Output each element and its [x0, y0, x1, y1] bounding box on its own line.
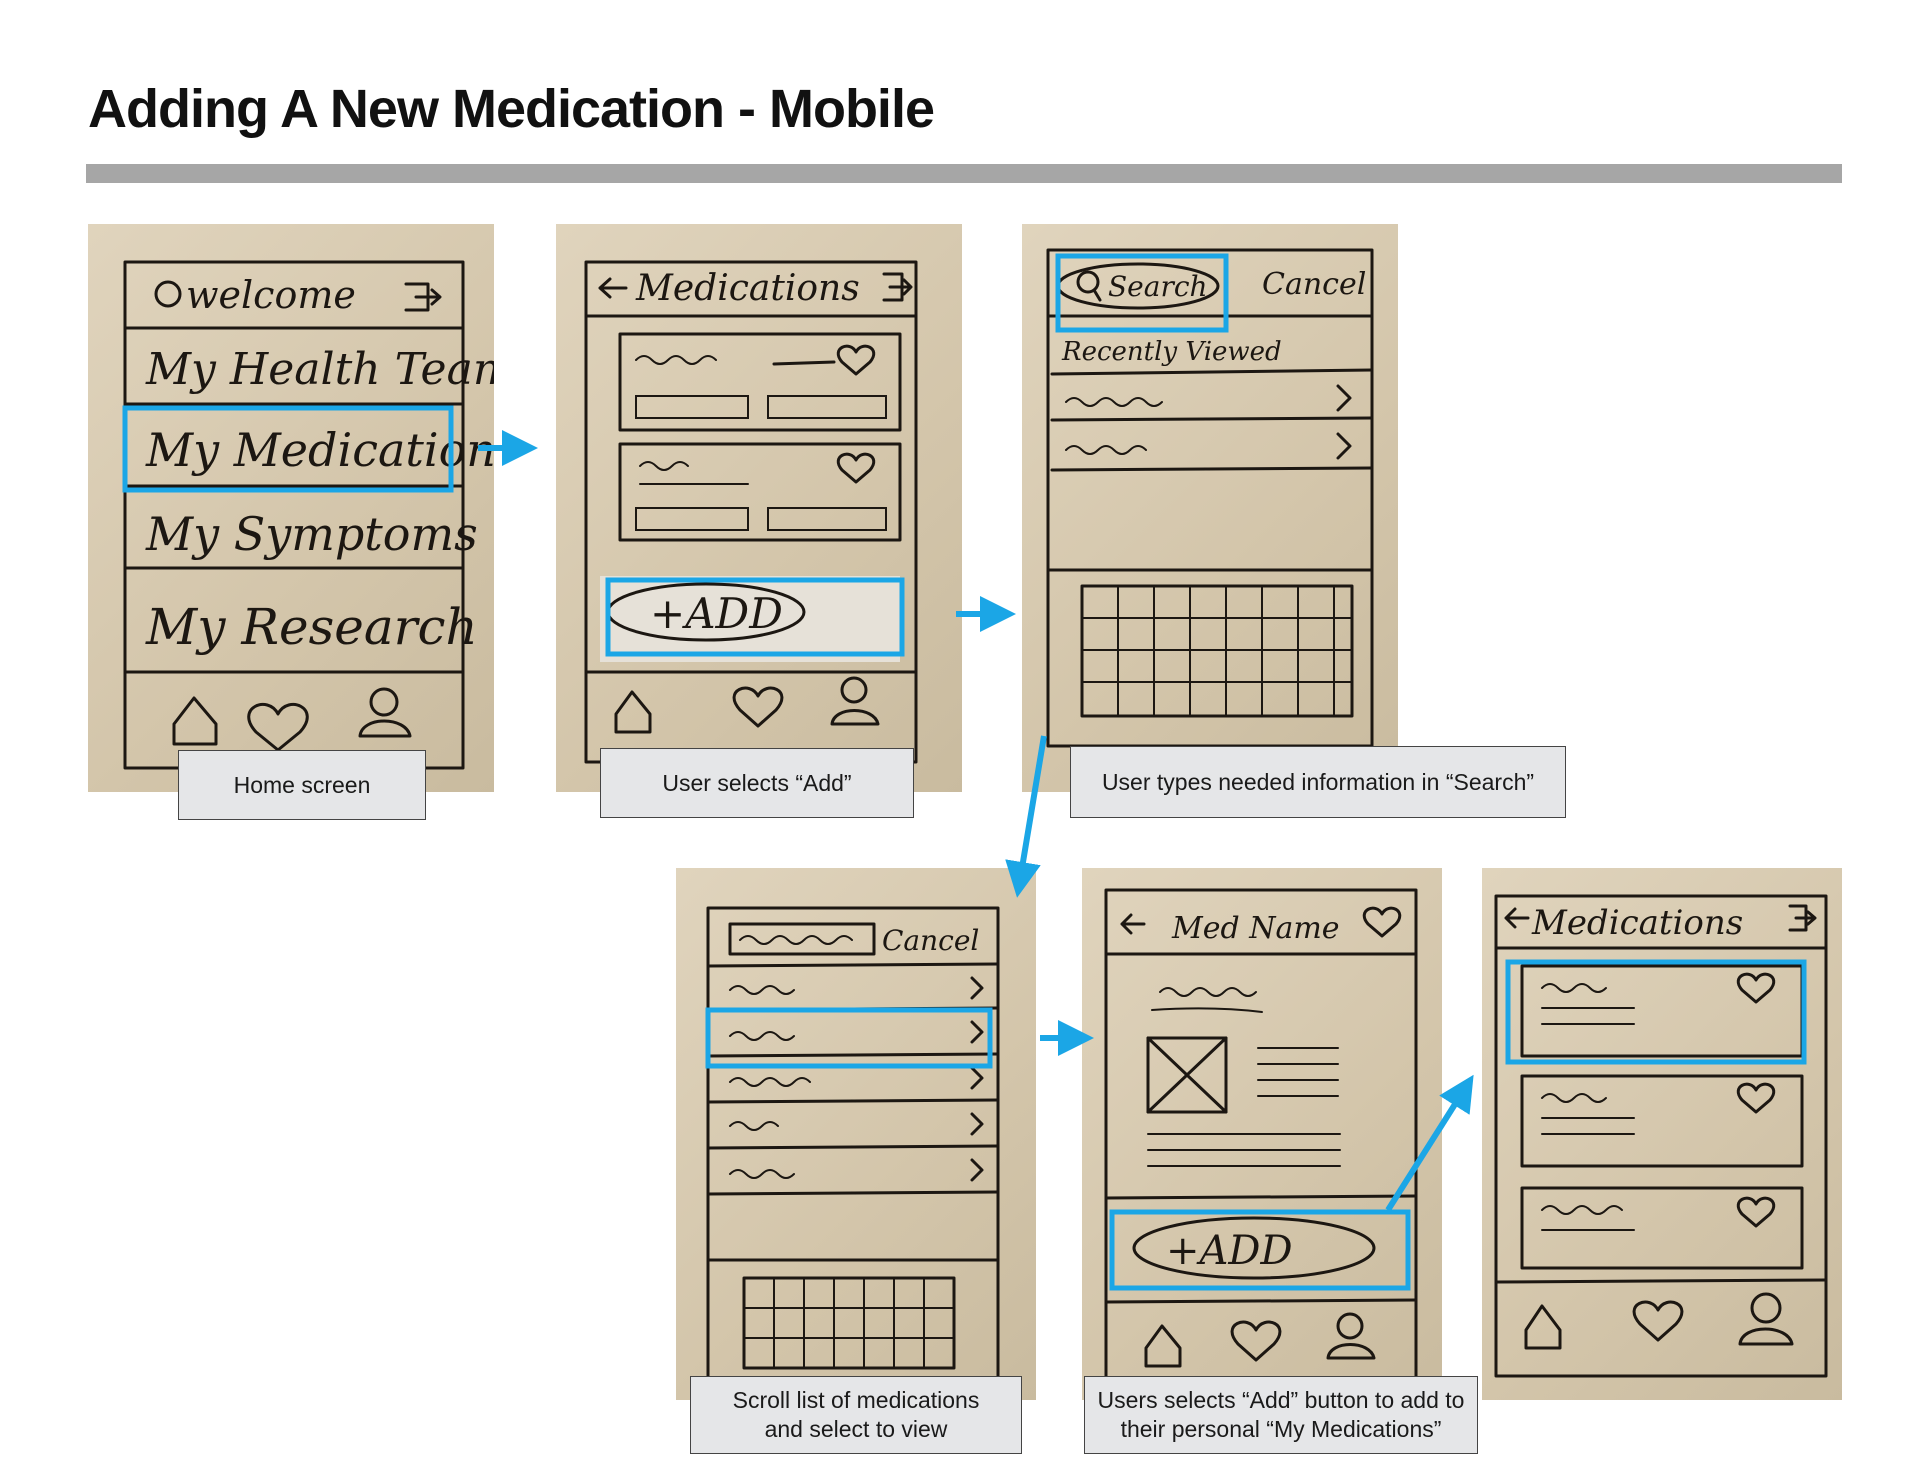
highlight-list-item	[705, 1007, 993, 1069]
list-item[interactable]	[729, 1112, 984, 1136]
sketch-item-medications: My Medications	[145, 423, 494, 477]
search-cancel-link[interactable]: Cancel	[1262, 267, 1366, 302]
arrow-search-to-list	[1005, 735, 1047, 898]
heart-icon	[1362, 906, 1402, 938]
person-icon	[1738, 1292, 1794, 1346]
caption-med-add-line1: Users selects “Add” button to add to	[1097, 1387, 1465, 1413]
sketch-medications-list: Medications +ADD	[556, 224, 962, 792]
highlight-add-button	[605, 577, 905, 657]
search-icon	[1076, 270, 1102, 302]
sketch-item-research: My Research	[145, 598, 478, 656]
sketch-welcome-label: welcome	[186, 273, 356, 317]
sketch-search-screen: Search Cancel Recently Viewed	[1022, 224, 1398, 792]
keyboard-icon	[1080, 584, 1354, 718]
sketch-scroll-list: Cancel	[676, 868, 1036, 1400]
home-icon	[1524, 1304, 1562, 1350]
home-icon	[614, 690, 652, 734]
add-to-my-medications-button[interactable]: +ADD	[1132, 1216, 1376, 1280]
sketch-medication-detail: Med Name +ADD	[1082, 868, 1442, 1400]
caption-scroll-line2: and select to view	[764, 1416, 948, 1442]
search-field[interactable]: Search	[1056, 262, 1220, 310]
highlight-search-field	[1055, 253, 1229, 333]
sketch-item-symptoms: My Symptoms	[145, 507, 478, 561]
person-icon	[154, 280, 182, 308]
image-placeholder-icon	[1146, 1036, 1228, 1114]
back-arrow-icon	[1120, 913, 1146, 935]
chevron-right-icon	[1336, 432, 1352, 460]
person-icon	[358, 687, 412, 738]
list-item[interactable]	[729, 1066, 984, 1090]
svg-text:+ADD: +ADD	[650, 589, 783, 638]
list-item[interactable]	[729, 976, 984, 1000]
caption-add: User selects “Add”	[600, 748, 914, 818]
list-item[interactable]	[729, 1158, 984, 1182]
list-cancel-link[interactable]: Cancel	[882, 924, 979, 957]
list-item[interactable]	[729, 1020, 984, 1044]
caption-med-add-line2: their personal “My Medications”	[1120, 1416, 1442, 1442]
exit-icon	[1788, 904, 1817, 932]
heart-icon	[836, 452, 876, 484]
heart-icon	[1230, 1320, 1282, 1362]
person-icon	[1326, 1312, 1376, 1360]
svg-text:+ADD: +ADD	[1166, 1228, 1293, 1274]
med-name-header: Med Name	[1171, 911, 1340, 946]
caption-scroll-line1: Scroll list of medications	[732, 1387, 980, 1413]
exit-icon	[882, 272, 913, 302]
caption-scroll: Scroll list of medications and select to …	[690, 1376, 1022, 1454]
heart-icon	[1632, 1300, 1684, 1342]
medication-card[interactable]	[1520, 1074, 1804, 1168]
home-icon	[1144, 1324, 1182, 1368]
heart-icon	[836, 344, 876, 376]
caption-search: User types needed information in “Search…	[1070, 746, 1566, 818]
home-icon	[172, 696, 218, 746]
keyboard-icon	[742, 1276, 956, 1370]
highlight-my-medications	[122, 405, 454, 493]
highlight-add-button	[1109, 1209, 1411, 1291]
arrow-detail-to-final	[1385, 1074, 1474, 1212]
sketch-home-screen: welcome My Health Team My Medications My…	[88, 224, 494, 792]
sketch-item-health-team: My Health Team	[145, 344, 494, 395]
exit-icon	[404, 282, 442, 312]
page-title: Adding A New Medication - Mobile	[88, 79, 935, 139]
person-icon	[830, 676, 880, 726]
caption-med-add: Users selects “Add” button to add to thei…	[1084, 1376, 1478, 1454]
medication-card[interactable]	[1520, 1186, 1804, 1270]
recently-viewed-label: Recently Viewed	[1061, 337, 1282, 367]
caption-home: Home screen	[178, 750, 426, 820]
final-medications-header: Medications	[1531, 903, 1743, 943]
back-arrow-icon	[598, 277, 628, 299]
highlight-new-medication	[1505, 959, 1807, 1065]
back-arrow-icon	[1504, 907, 1530, 929]
title-divider	[86, 164, 1842, 183]
chevron-right-icon	[1336, 384, 1352, 412]
sketch-medications-header: Medications	[635, 268, 860, 309]
heart-icon	[732, 686, 784, 728]
svg-text:Search: Search	[1108, 270, 1208, 303]
sketch-final-medications: Medications	[1482, 868, 1842, 1400]
